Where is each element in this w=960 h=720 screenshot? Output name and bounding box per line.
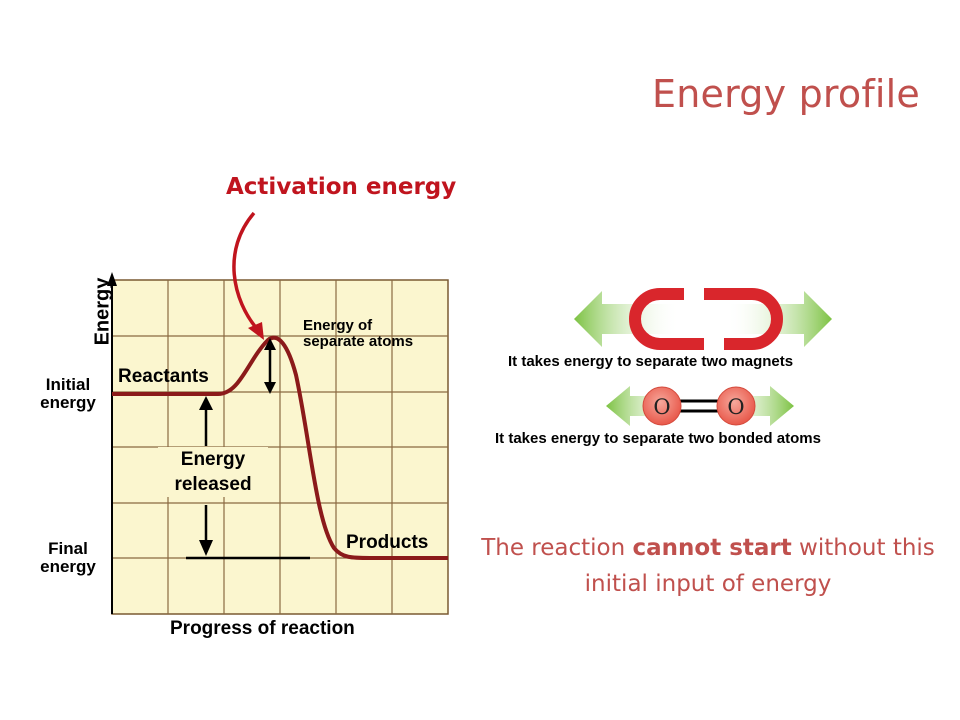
x-axis-label: Progress of reaction (170, 618, 355, 639)
magnet-illustration (574, 288, 832, 350)
initial-energy-line2: energy (40, 393, 96, 412)
atom-right (716, 386, 756, 426)
activation-energy-arrow (264, 338, 276, 394)
atom-right-label: O (727, 395, 744, 419)
energy-released-label: Energy released (158, 447, 268, 497)
footer-pre: The reaction (481, 535, 633, 561)
initial-energy-label: Initial energy (30, 376, 106, 412)
separate-atoms-label: Energy of separate atoms (303, 318, 413, 350)
energy-released-line1: Energy (180, 449, 246, 470)
final-energy-line1: Final (48, 539, 88, 558)
footer-bold: cannot start (632, 535, 792, 561)
initial-energy-line1: Initial (45, 375, 91, 394)
energy-released-line2: released (174, 474, 252, 495)
separate-atoms-line1: Energy of (303, 317, 373, 334)
reactants-label: Reactants (118, 366, 209, 387)
slide-title: Energy profile (652, 72, 920, 116)
atoms-illustration: O O (606, 386, 794, 426)
footer-post: without this initial input of energy (584, 535, 935, 597)
energy-released-arrow (186, 396, 310, 560)
energy-curve (112, 335, 448, 560)
activation-energy-label: Activation energy (226, 174, 457, 200)
separate-atoms-line2: separate atoms (303, 333, 414, 350)
final-energy-label: Final energy (30, 540, 106, 576)
atoms-caption: It takes energy to separate two bonded a… (495, 430, 821, 447)
activation-pointer-arrow (232, 211, 264, 340)
magnets-caption: It takes energy to separate two magnets (508, 353, 794, 370)
atom-left-label: O (653, 395, 670, 419)
products-label: Products (346, 532, 429, 553)
atom-left (642, 386, 682, 426)
y-axis-label: Energy (91, 277, 114, 346)
footer-statement: The reaction cannot start without this i… (478, 530, 938, 602)
final-energy-line2: energy (40, 557, 96, 576)
y-axis (107, 272, 117, 614)
left-arrow-icon (574, 291, 680, 347)
